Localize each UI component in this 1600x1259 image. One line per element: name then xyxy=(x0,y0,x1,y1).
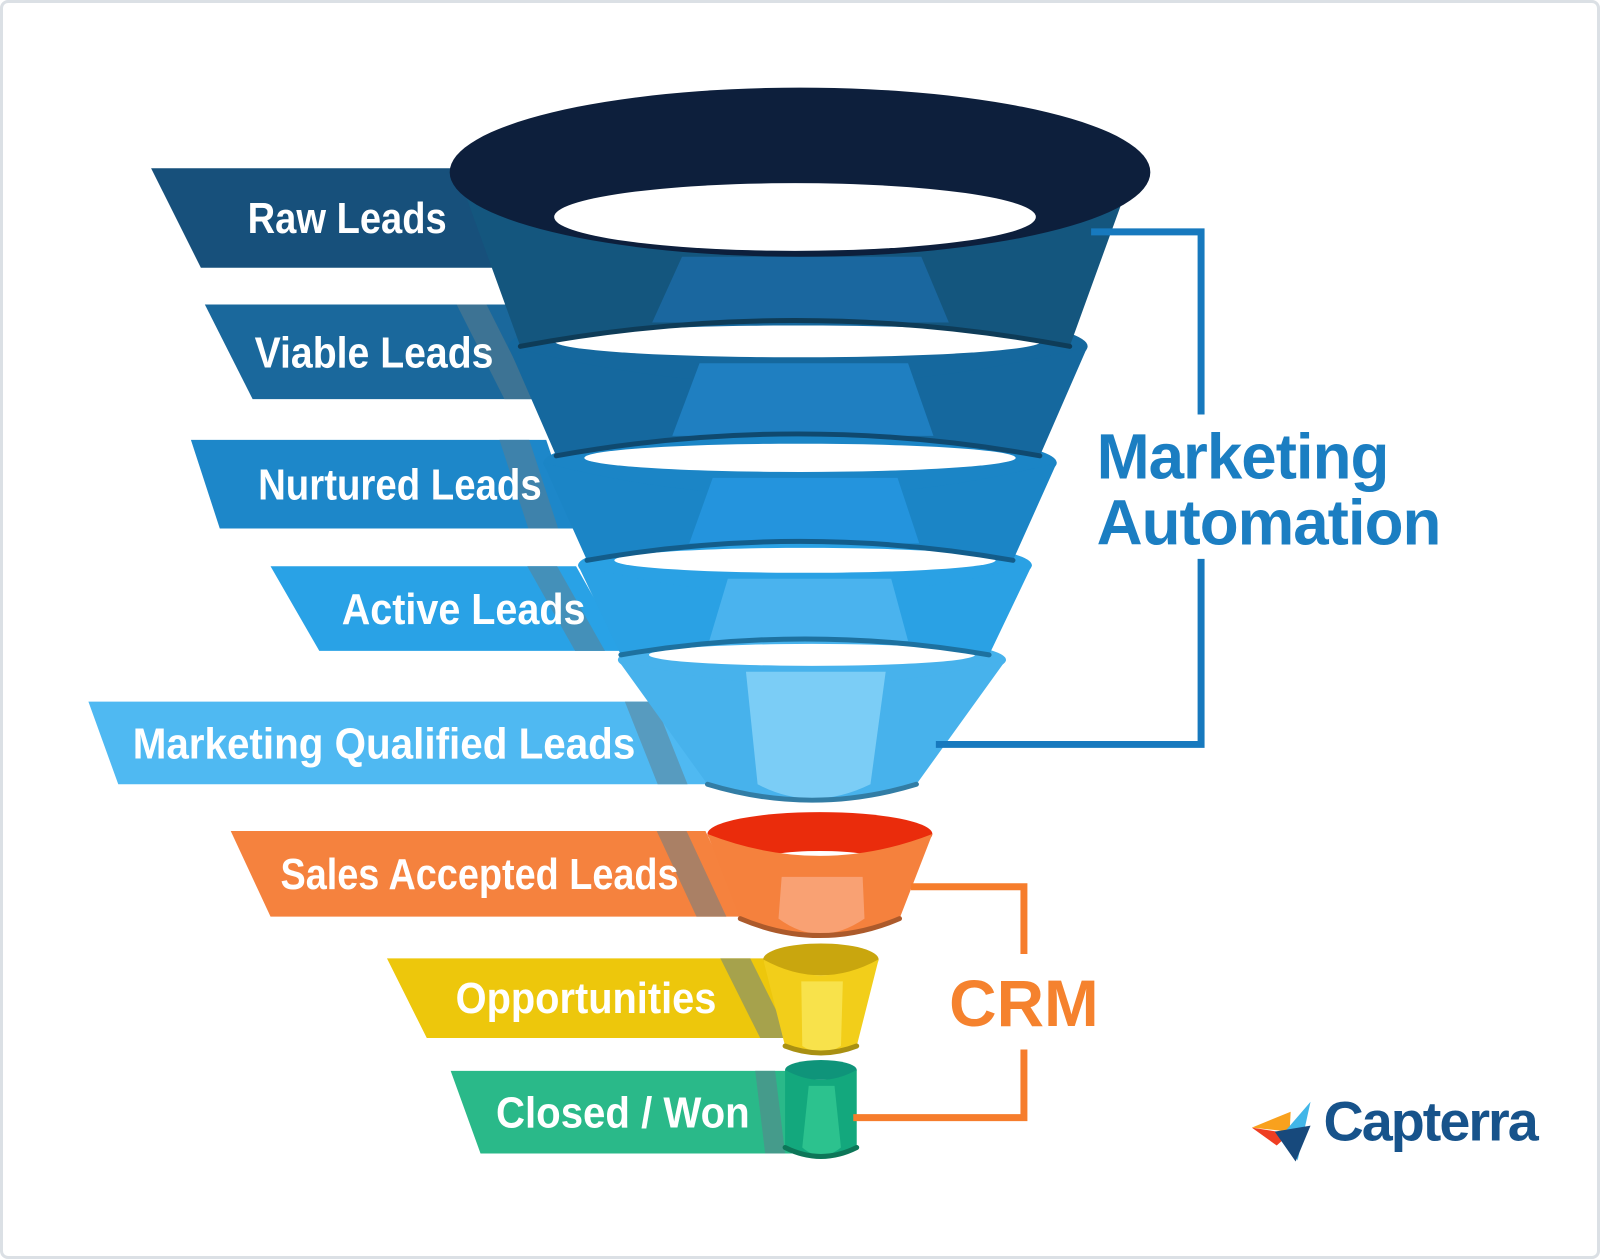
capterra-logo: Capterra xyxy=(1251,1091,1542,1162)
banner-sales-accepted-leads: Sales Accepted Leads xyxy=(230,831,746,917)
banner-label: Raw Leads xyxy=(248,194,447,243)
crm-bracket-top xyxy=(910,883,1028,954)
tier-front-panel xyxy=(689,477,920,544)
crm-label: CRM xyxy=(949,967,1099,1040)
tier-front-panel xyxy=(778,876,865,934)
banner-viable-leads: Viable Leads xyxy=(204,304,555,400)
funnel-tier-nurtured-leads xyxy=(543,429,1057,563)
tier-bottom-edge xyxy=(782,1043,860,1056)
capterra-wordmark: Capterra xyxy=(1323,1091,1539,1153)
banner-closed-won: Closed / Won xyxy=(450,1070,800,1154)
banner-label: Nurtured Leads xyxy=(258,461,542,510)
crm-annotation: CRM xyxy=(853,883,1099,1122)
funnel-top-rim xyxy=(449,87,1151,257)
funnel-tier-closed-won xyxy=(782,1059,860,1159)
banner-label: Marketing Qualified Leads xyxy=(133,719,636,768)
tier-top-ring xyxy=(707,812,933,856)
tier-front-panel xyxy=(802,1085,841,1156)
tier-bottom-edge xyxy=(782,1145,860,1159)
tier-bottom-edge xyxy=(704,781,919,803)
banner-fold xyxy=(624,701,688,785)
tier-bottom-edge xyxy=(584,538,1016,563)
tier-opening xyxy=(554,325,1042,358)
tier-top-ring xyxy=(763,943,879,976)
banner-label: Sales Accepted Leads xyxy=(280,850,678,899)
funnel-tier-opportunities xyxy=(763,943,879,1056)
banner-fold xyxy=(527,566,605,651)
banner-shape xyxy=(386,958,810,1039)
tier-front-panel xyxy=(801,981,843,1053)
funnel-tier-active-leads xyxy=(578,536,1032,658)
marketing-automation-label-line1: Marketing xyxy=(1097,422,1389,493)
tier-bottom-edge xyxy=(618,636,992,658)
tier-bottom-edge xyxy=(517,317,1073,349)
banner-label: Opportunities xyxy=(456,974,717,1023)
stage-banners: Raw Leads Viable Leads Nurtured Leads Ac… xyxy=(88,168,810,1154)
tier-front-panel xyxy=(709,578,909,641)
icon-navy-triangle xyxy=(1274,1125,1311,1162)
funnel-tier-sales-accepted-leads xyxy=(707,812,933,938)
tier-front-panel xyxy=(672,363,934,436)
tier-front-panel xyxy=(745,671,886,799)
banner-active-leads: Active Leads xyxy=(270,566,624,651)
tier-bottom-edge xyxy=(553,431,1043,459)
marketing-automation-bracket-bottom xyxy=(935,558,1205,748)
banner-fold xyxy=(656,831,727,917)
tier-opening xyxy=(614,547,996,573)
banner-shape xyxy=(450,1070,800,1154)
funnel-3d xyxy=(449,87,1151,1159)
banner-shape xyxy=(270,566,624,651)
banner-label: Active Leads xyxy=(342,585,586,634)
funnel-tier-marketing-qualified-leads xyxy=(617,634,1007,803)
tier-top-ring xyxy=(785,1059,857,1080)
banner-shape xyxy=(190,439,577,529)
banner-marketing-qualified-leads: Marketing Qualified Leads xyxy=(88,701,716,785)
banner-shape xyxy=(204,304,555,400)
banner-nurtured-leads: Nurtured Leads xyxy=(190,439,577,529)
tier-front-panel xyxy=(652,256,949,323)
marketing-funnel-diagram: Raw Leads Viable Leads Nurtured Leads Ac… xyxy=(88,87,1542,1162)
icon-orange-triangle xyxy=(1251,1111,1291,1132)
tier-opening xyxy=(648,643,975,666)
capterra-arrow-icon xyxy=(1251,1101,1311,1162)
marketing-automation-label-line2: Automation xyxy=(1097,487,1441,558)
crm-bracket-bottom xyxy=(853,1049,1028,1122)
marketing-automation-bracket-top xyxy=(1091,228,1205,415)
banner-fold xyxy=(755,1070,786,1154)
banner-fold xyxy=(720,958,791,1039)
banner-shape xyxy=(88,701,716,785)
marketing-automation-annotation: Marketing Automation xyxy=(935,228,1441,748)
banner-fold xyxy=(456,304,535,400)
banner-opportunities: Opportunities xyxy=(386,958,810,1039)
banner-label: Closed / Won xyxy=(496,1089,750,1138)
rim-opening xyxy=(554,183,1036,251)
tier-bottom-edge xyxy=(737,916,903,938)
banner-shape xyxy=(230,831,746,917)
tier-opening xyxy=(584,443,1016,472)
banner-label: Viable Leads xyxy=(255,328,494,377)
banner-fold xyxy=(499,439,559,529)
